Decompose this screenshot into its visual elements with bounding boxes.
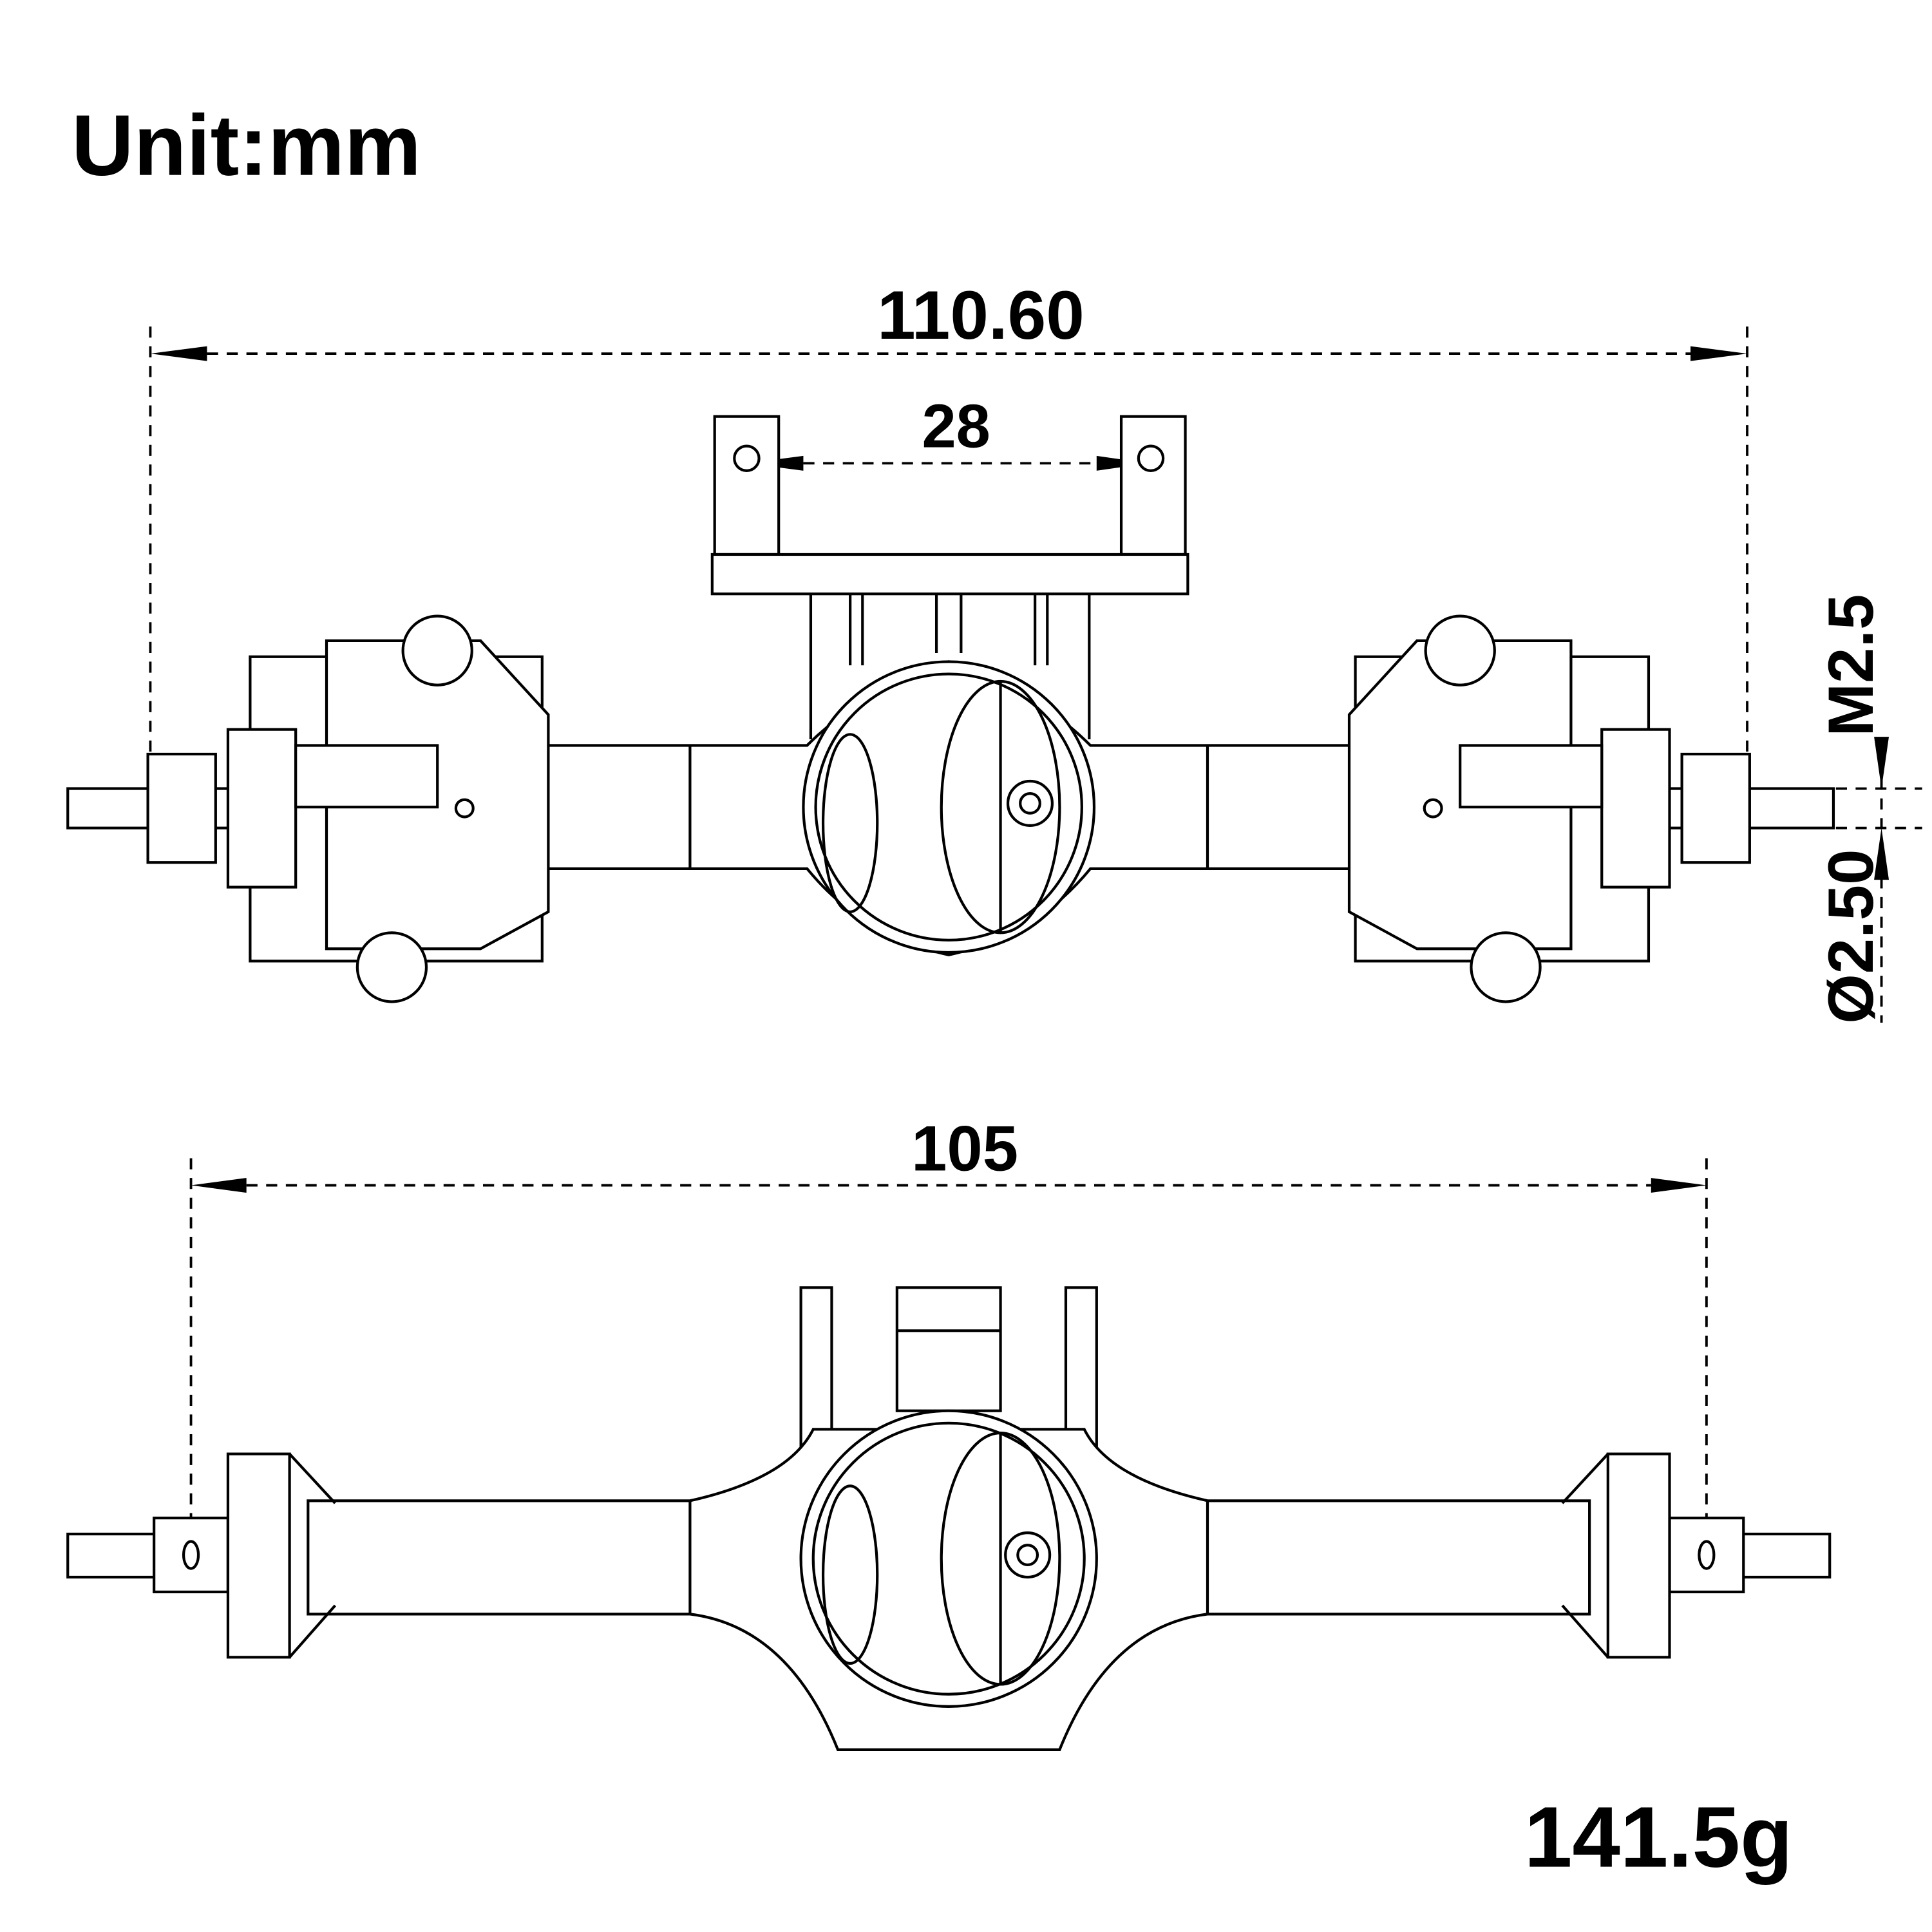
dimension-overall-bottom: 105 (189, 1113, 1708, 1555)
dimension-label-105: 105 (911, 1113, 1018, 1185)
diameter-label: Ø2.50 (1815, 849, 1887, 1024)
weight-label: 141.5g (1524, 1790, 1793, 1886)
dimension-shaft-end: M2.5 Ø2.50 (1815, 594, 1922, 1024)
dimension-mount-spacing: 28 (746, 392, 1149, 471)
dimension-label-28: 28 (922, 392, 990, 461)
thread-label: M2.5 (1815, 594, 1887, 737)
front-axle-view (66, 415, 1835, 1003)
rear-axle-view (66, 1286, 1832, 1751)
dimension-label-110-60: 110.60 (877, 276, 1084, 354)
dimension-overall-top: 110.60 (149, 276, 1748, 789)
unit-label: Unit:mm (71, 98, 421, 194)
